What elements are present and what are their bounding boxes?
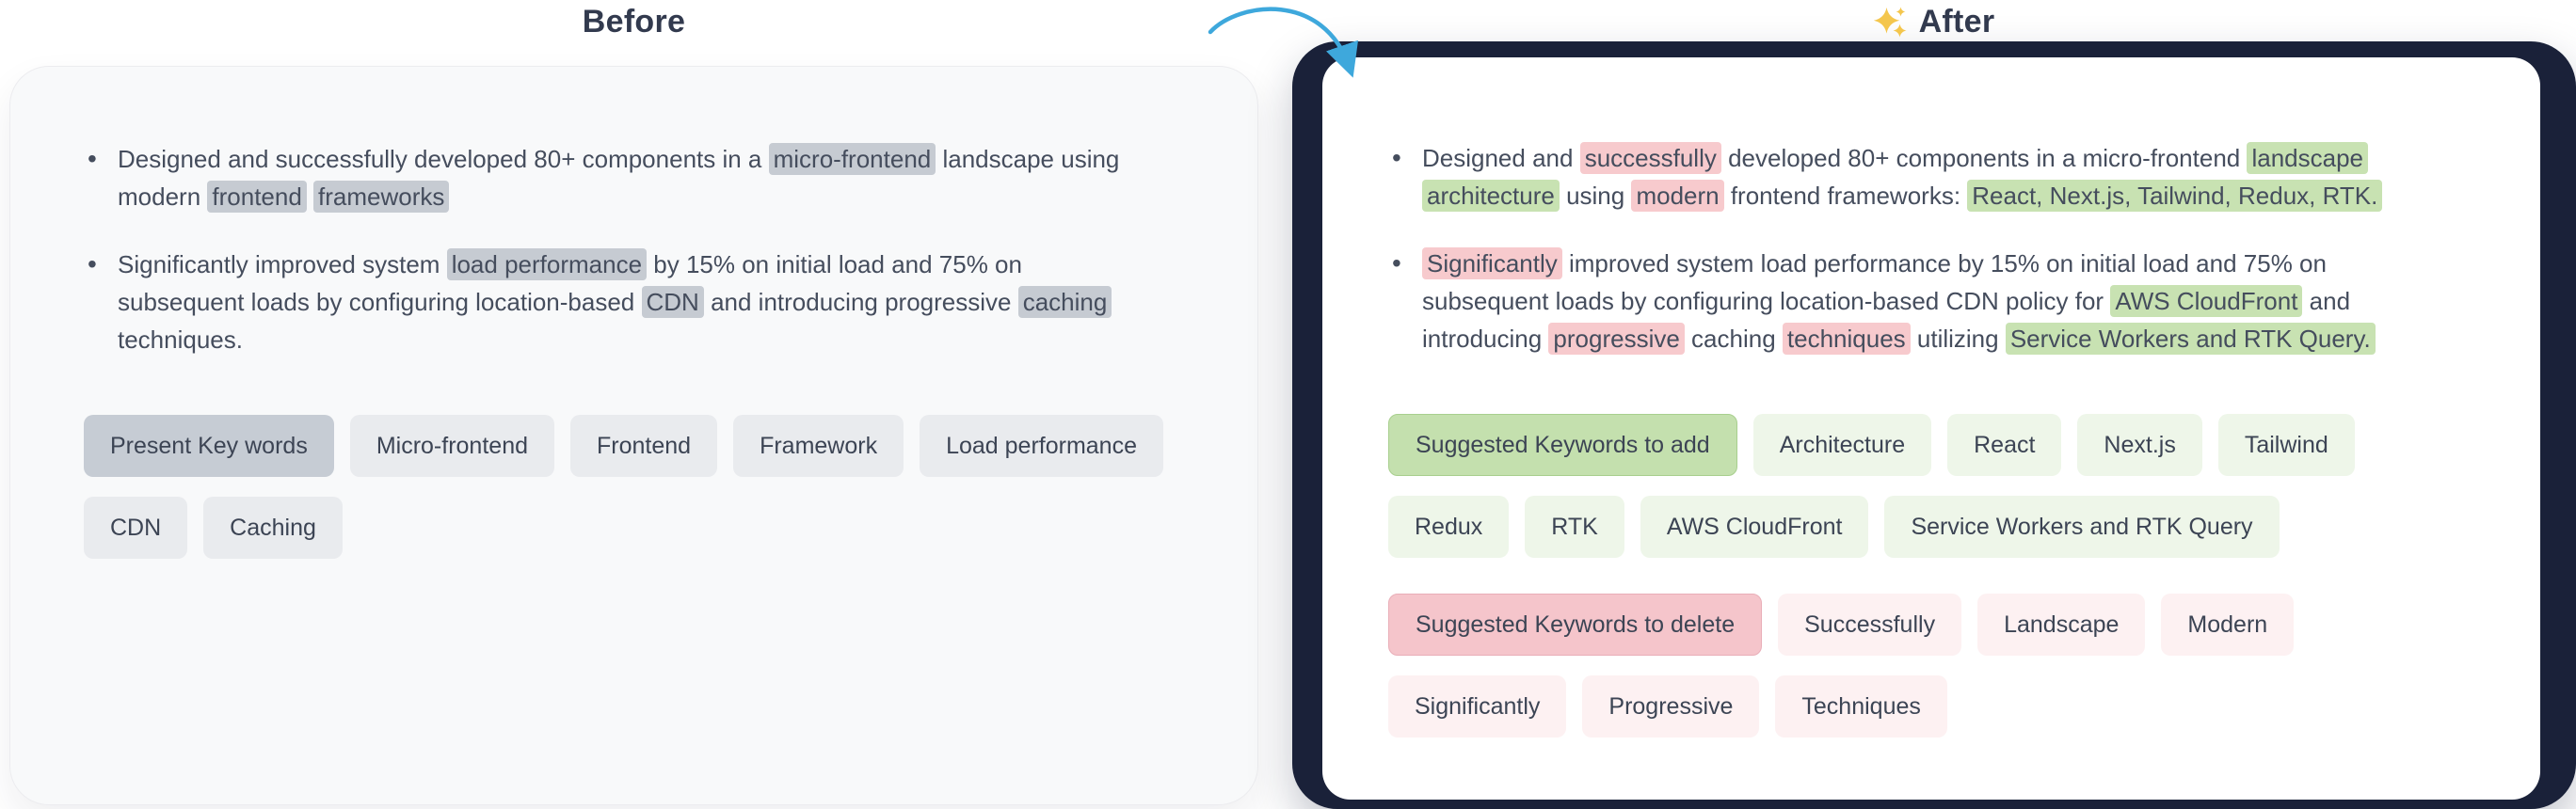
curved-arrow-icon (1208, 7, 1359, 78)
text-segment: improved system load performance by 15% … (1422, 249, 2327, 315)
keyword-chip: Load performance (920, 415, 1163, 477)
keyword-chip: Significantly (1388, 675, 1567, 738)
keyword-chip: Service Workers and RTK Query (1884, 496, 2280, 558)
after-card: Designed and successfully developed 80+ … (1322, 57, 2540, 800)
highlight-gray: load performance (446, 248, 648, 280)
keyword-chip: Micro-frontend (349, 415, 554, 477)
keyword-chip: Caching (203, 497, 343, 559)
text-segment: Significantly improved system (118, 250, 447, 278)
highlight-gray: caching (1017, 286, 1112, 318)
highlight-red: modern (1631, 180, 1724, 212)
after-frame: Designed and successfully developed 80+ … (1292, 41, 2576, 809)
keyword-chip: Next.js (2077, 414, 2202, 476)
bullet-item: Significantly improved system load perfo… (84, 246, 1184, 358)
text-segment: utilizing (1910, 325, 2006, 353)
highlight-red: progressive (1548, 323, 1685, 355)
before-bullet-list: Designed and successfully developed 80+ … (84, 140, 1184, 358)
keyword-chip: Suggested Keywords to delete (1388, 594, 1763, 656)
keyword-chip: Architecture (1752, 414, 1932, 476)
text-segment: techniques. (118, 325, 243, 354)
before-title: Before (582, 4, 686, 40)
text-segment: caching (1684, 325, 1783, 353)
after-title: After (1292, 4, 2576, 40)
keyword-chip: Techniques (1775, 675, 1947, 738)
keyword-chip: Modern (2161, 594, 2295, 656)
text-segment: Designed and successfully developed 80+ … (118, 145, 769, 173)
bullet-item: Designed and successfully developed 80+ … (1388, 139, 2474, 214)
keyword-chip: React (1947, 414, 2062, 476)
text-segment: and introducing progressive (703, 288, 1018, 316)
keyword-chip: Frontend (570, 415, 718, 477)
keyword-chip: Landscape (1977, 594, 2146, 656)
text-segment: frontend frameworks: (1723, 182, 1968, 210)
after-title-label: After (1918, 4, 1995, 40)
keyword-chip: Framework (733, 415, 904, 477)
text-segment: Designed and (1422, 144, 1580, 172)
keyword-chip: CDN (84, 497, 188, 559)
text-segment: using (1559, 182, 1632, 210)
text-segment: landscape using modern (118, 145, 1120, 211)
text-segment: developed 80+ components in a micro-fron… (1720, 144, 2248, 172)
highlight-gray: frameworks (313, 181, 450, 213)
before-card: Designed and successfully developed 80+ … (9, 66, 1258, 805)
highlight-green: React, Next.js, Tailwind, Redux, RTK. (1967, 180, 2383, 212)
keyword-chip: AWS CloudFront (1640, 496, 1869, 558)
highlight-gray: micro-frontend (768, 143, 936, 175)
highlight-red: successfully (1579, 142, 1721, 174)
highlight-gray: frontend (207, 181, 307, 213)
keyword-chip: Present Key words (84, 415, 334, 477)
highlight-green: Service Workers and RTK Query. (2005, 323, 2376, 355)
keyword-chip: Progressive (1582, 675, 1760, 738)
sparkles-icon (1873, 7, 1907, 37)
keyword-chip: Redux (1388, 496, 1510, 558)
highlight-red: Significantly (1422, 247, 1562, 279)
keyword-chip: Suggested Keywords to add (1388, 414, 1737, 476)
text-segment: and introducing (1422, 287, 2351, 353)
highlight-gray: CDN (641, 286, 704, 318)
highlight-red: techniques (1782, 323, 1911, 355)
keyword-chip: Successfully (1778, 594, 1962, 656)
bullet-item: Designed and successfully developed 80+ … (84, 140, 1184, 215)
text-segment (307, 182, 313, 211)
highlight-green: AWS CloudFront (2110, 285, 2303, 317)
keyword-chip: Tailwind (2217, 414, 2355, 476)
after-bullet-list: Designed and successfully developed 80+ … (1388, 139, 2474, 357)
keyword-chip: RTK (1525, 496, 1624, 558)
bullet-item: Significantly improved system load perfo… (1388, 245, 2474, 357)
text-segment: by 15% on initial load and 75% on subseq… (118, 250, 1022, 316)
